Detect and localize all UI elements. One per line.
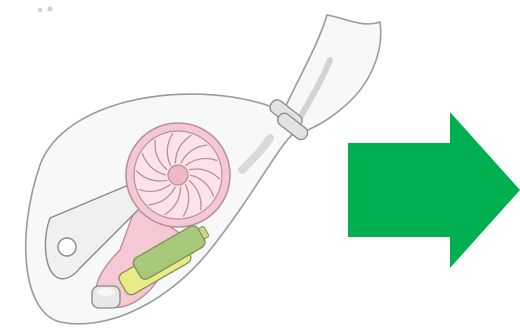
fan-head — [126, 123, 230, 227]
right-arrow-icon — [348, 112, 520, 268]
fan-hub — [168, 165, 188, 185]
battery-pack-hole — [58, 238, 76, 256]
corner-marks — [38, 7, 53, 13]
power-button — [92, 286, 120, 308]
